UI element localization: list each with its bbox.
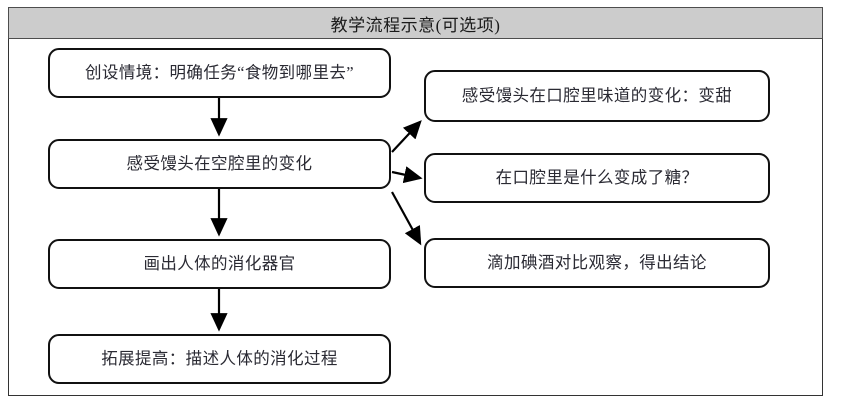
node-draw-organs-label: 画出人体的消化器官 — [143, 253, 296, 273]
node-extend[interactable]: 拓展提高：描述人体的消化过程 — [48, 334, 391, 384]
node-what-becomes-sugar-label: 在口腔里是什么变成了糖？ — [495, 167, 699, 187]
node-feel-change[interactable]: 感受馒头在空腔里的变化 — [48, 139, 391, 189]
page-title: 教学流程示意(可选项) — [330, 15, 501, 35]
node-create-context[interactable]: 创设情境：明确任务“食物到哪里去” — [48, 48, 391, 98]
node-what-becomes-sugar[interactable]: 在口腔里是什么变成了糖？ — [424, 153, 770, 203]
node-taste-change-label: 感受馒头在口腔里味道的变化：变甜 — [461, 85, 733, 105]
node-taste-change[interactable]: 感受馒头在口腔里味道的变化：变甜 — [424, 70, 770, 122]
diagram-title-bar: 教学流程示意(可选项) — [8, 7, 823, 39]
node-extend-label: 拓展提高：描述人体的消化过程 — [101, 348, 338, 368]
node-draw-organs[interactable]: 画出人体的消化器官 — [48, 239, 391, 289]
node-iodine-observe[interactable]: 滴加碘酒对比观察，得出结论 — [424, 238, 770, 288]
node-create-context-label: 创设情境：明确任务“食物到哪里去” — [85, 62, 354, 82]
node-iodine-observe-label: 滴加碘酒对比观察，得出结论 — [487, 252, 707, 272]
node-feel-change-label: 感受馒头在空腔里的变化 — [126, 153, 313, 173]
